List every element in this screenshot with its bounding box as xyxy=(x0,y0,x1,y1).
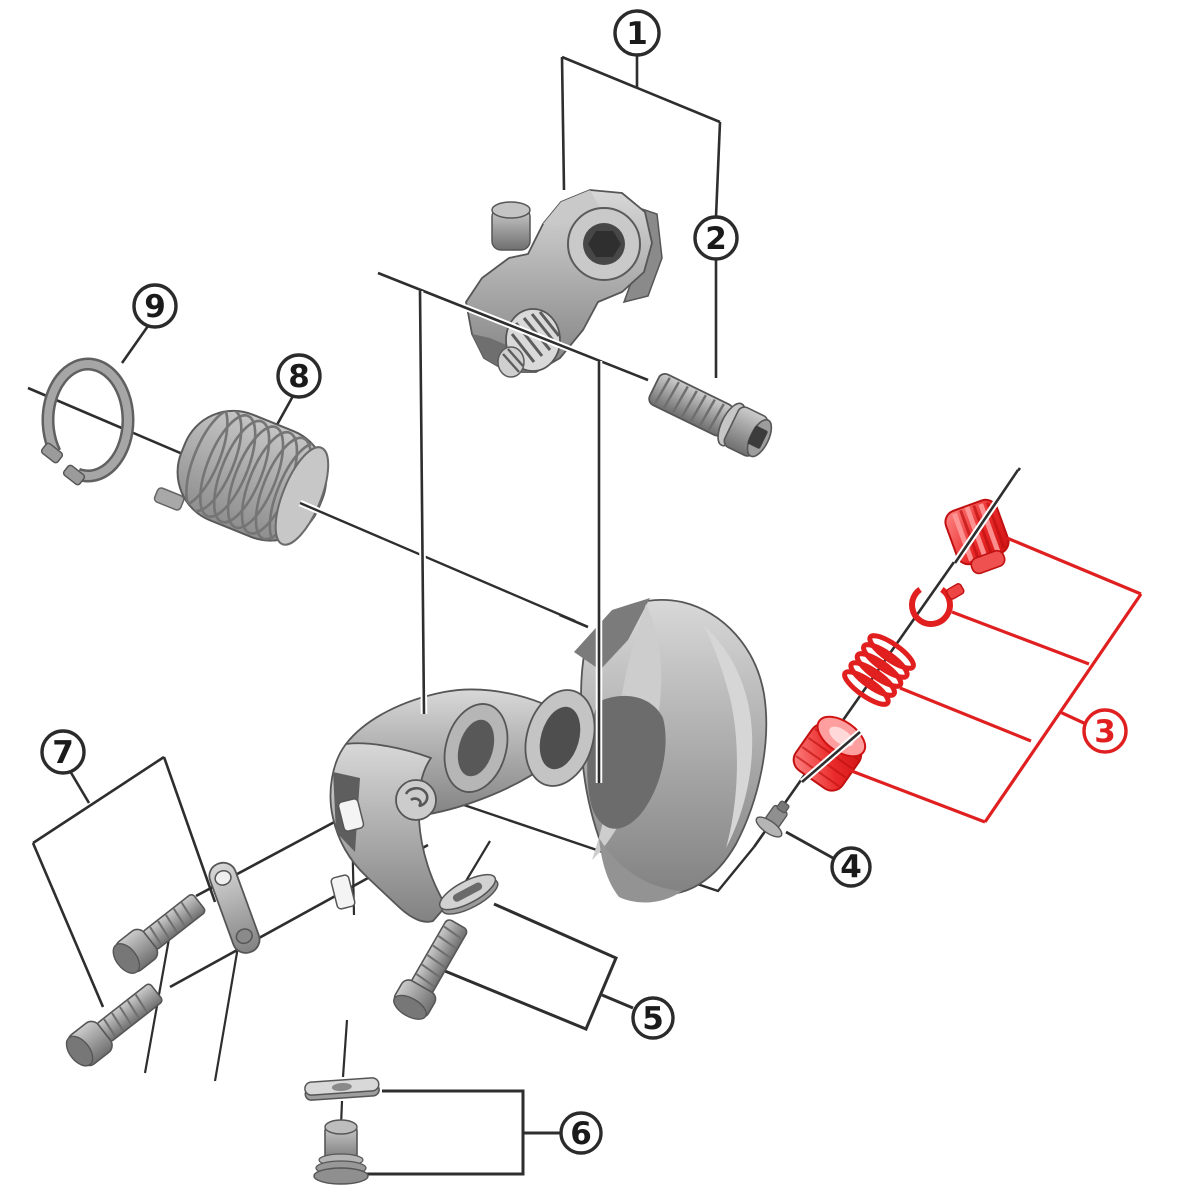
callout6-bracket xyxy=(360,1089,525,1176)
part2-mounting-bolt xyxy=(648,373,773,458)
callout-1-label: 1 xyxy=(626,16,648,52)
red-axis-over-cap xyxy=(953,469,1020,564)
aux-axis-b xyxy=(213,934,242,1082)
washer5-slot xyxy=(452,882,483,902)
callout-8-label: 8 xyxy=(288,359,310,395)
part6-plate xyxy=(304,1077,380,1101)
derailleur-body xyxy=(329,598,768,923)
red-bushing xyxy=(792,715,867,792)
bolt5-axis xyxy=(462,840,491,887)
callout-7-label: 7 xyxy=(52,735,74,771)
motor-hex-hole xyxy=(588,231,621,257)
callout-4: 4 xyxy=(830,846,872,888)
part7-bolt-b xyxy=(65,983,163,1067)
bolt6-base xyxy=(313,1167,369,1185)
part5-bolt xyxy=(393,919,468,1020)
red-connector-spring xyxy=(899,686,1032,743)
callout-6: 6 xyxy=(559,1111,603,1155)
part4-pin xyxy=(755,800,790,838)
bolt2-threads xyxy=(653,377,725,431)
motor-screw-axis xyxy=(377,271,649,382)
body-clamp-ring-b xyxy=(524,689,596,787)
callout-3: 3 xyxy=(1082,708,1128,754)
callout-4-label: 4 xyxy=(840,849,862,885)
callout9-stem xyxy=(120,325,150,364)
motor-body-highlight xyxy=(543,190,600,226)
callout1-bracket-left xyxy=(560,56,566,191)
callout-5: 5 xyxy=(631,996,675,1040)
callout5-connector xyxy=(601,993,634,1010)
part9-snap-ring xyxy=(40,357,135,486)
snap-ring-tab-a xyxy=(40,442,64,464)
spring-end-tab xyxy=(153,487,185,511)
part7-backing-plate xyxy=(208,861,261,954)
drop-line-left xyxy=(418,290,426,715)
callout-1: 1 xyxy=(613,9,661,57)
callout-7: 7 xyxy=(40,729,86,775)
red-connector-cap xyxy=(1006,536,1142,596)
pin-tip xyxy=(776,800,790,814)
body-right-highlight xyxy=(704,626,753,848)
red-connector-bushing xyxy=(848,768,986,824)
bolt6-top xyxy=(324,1119,358,1135)
body-clamp-ring-a xyxy=(443,703,509,793)
pin-flange xyxy=(755,816,783,838)
part8-spring xyxy=(153,402,330,547)
bolt6-axis-mid xyxy=(341,1019,349,1078)
part7-bolt-a xyxy=(112,893,206,974)
body-spring-boss-spiral xyxy=(404,786,429,808)
callout-2: 2 xyxy=(693,215,739,261)
spring-end-face xyxy=(274,446,330,546)
callouts: 1 2 3 4 5 6 7 8 xyxy=(40,9,1128,1155)
part5-washer xyxy=(438,873,499,915)
bolt2-socket xyxy=(747,425,768,449)
plate7-hole-top xyxy=(214,870,232,886)
drop-lines xyxy=(416,290,603,783)
callout7-bracket-top xyxy=(32,755,165,845)
callout-2-label: 2 xyxy=(705,221,727,257)
body-bottom-lip xyxy=(599,838,682,903)
callout4-connector xyxy=(785,830,834,860)
callout3-connector xyxy=(1059,710,1087,726)
snap-ring-tab-b xyxy=(62,464,86,486)
callout7-bracket-right xyxy=(162,756,217,903)
part6-bolt xyxy=(313,1119,369,1185)
callout1-bracket-right xyxy=(714,121,722,218)
spring-axis-over xyxy=(299,501,576,623)
red-spring xyxy=(842,633,916,707)
callout5-bracket xyxy=(439,902,618,1031)
callout-9: 9 xyxy=(132,283,178,329)
red-cap xyxy=(944,498,1010,575)
callout7-stem xyxy=(68,770,91,804)
red-cap-neck xyxy=(970,549,1006,575)
red-bracket-spine xyxy=(983,593,1143,823)
callout-9-label: 9 xyxy=(144,289,166,325)
red-connector-ring xyxy=(951,610,1090,666)
callout-8: 8 xyxy=(276,353,322,399)
callout-6-label: 6 xyxy=(570,1116,592,1152)
red-snap-ring xyxy=(909,583,965,627)
callout7-bracket-left xyxy=(31,842,105,1008)
snap-ring-body xyxy=(44,360,132,480)
body-top-wedge xyxy=(574,598,650,670)
red-axis-over-bushing xyxy=(801,731,861,783)
callout1-bracket-top xyxy=(561,55,721,124)
plate7-hole-bottom xyxy=(235,928,253,945)
plate6-hole xyxy=(331,1082,352,1092)
body-lug-slot-b xyxy=(330,874,356,910)
pin4-leader-line xyxy=(389,778,755,893)
part3-red-group xyxy=(792,468,1021,792)
callout3-bracket xyxy=(848,536,1143,824)
red-snap-ring-tab xyxy=(945,583,965,600)
body-cavity xyxy=(587,695,666,829)
callout-5-label: 5 xyxy=(642,1001,664,1037)
body-spring-boss xyxy=(395,779,437,821)
body-lug-slot-a xyxy=(337,798,365,832)
motor-boss-small-hatch xyxy=(502,348,524,373)
motor-stub-top xyxy=(491,201,531,219)
callout-3-label: 3 xyxy=(1094,714,1116,750)
